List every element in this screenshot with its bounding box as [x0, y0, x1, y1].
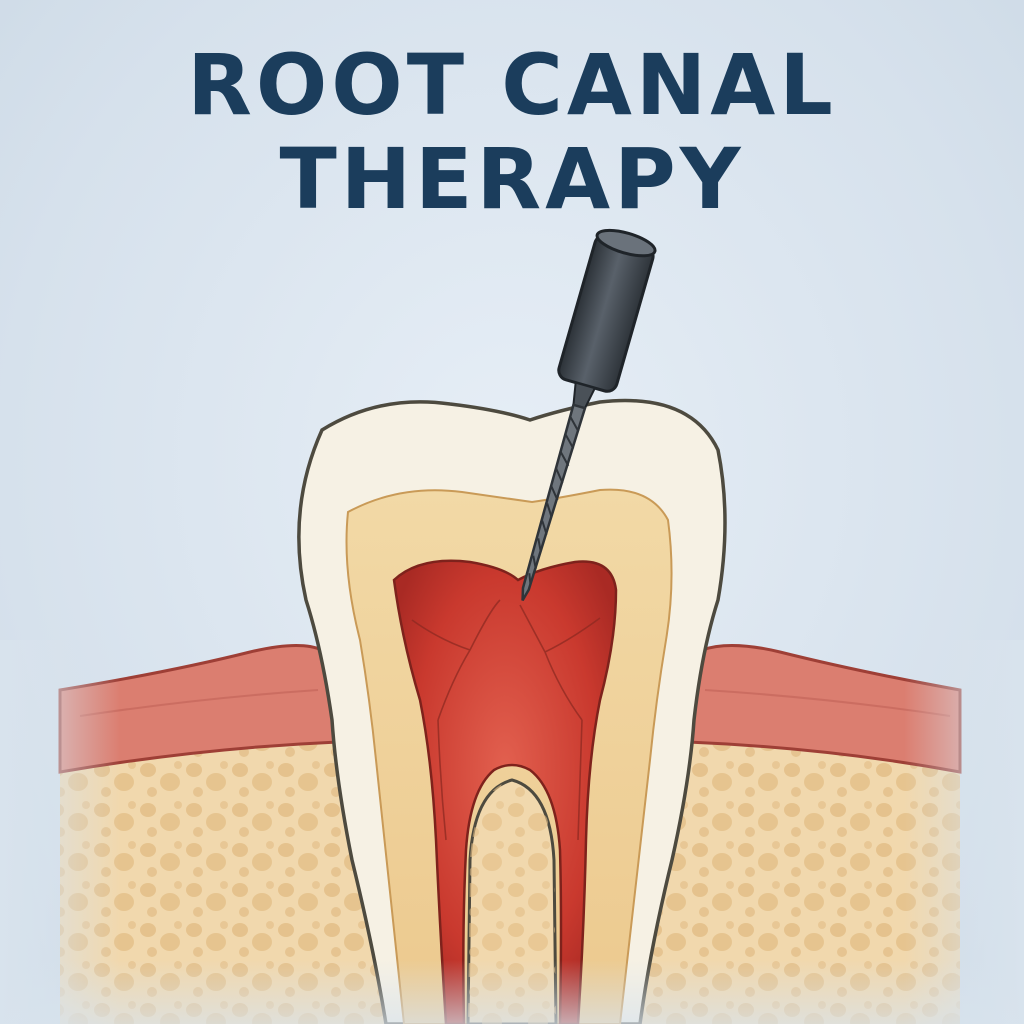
page-title: ROOT CANAL THERAPY: [0, 38, 1024, 226]
tooth-pulp: [392, 559, 618, 1024]
instrument-file: [521, 403, 587, 602]
title-line-2: THERAPY: [279, 130, 745, 228]
dental-file-instrument: [521, 228, 657, 602]
title-line-1: ROOT CANAL: [187, 36, 837, 134]
